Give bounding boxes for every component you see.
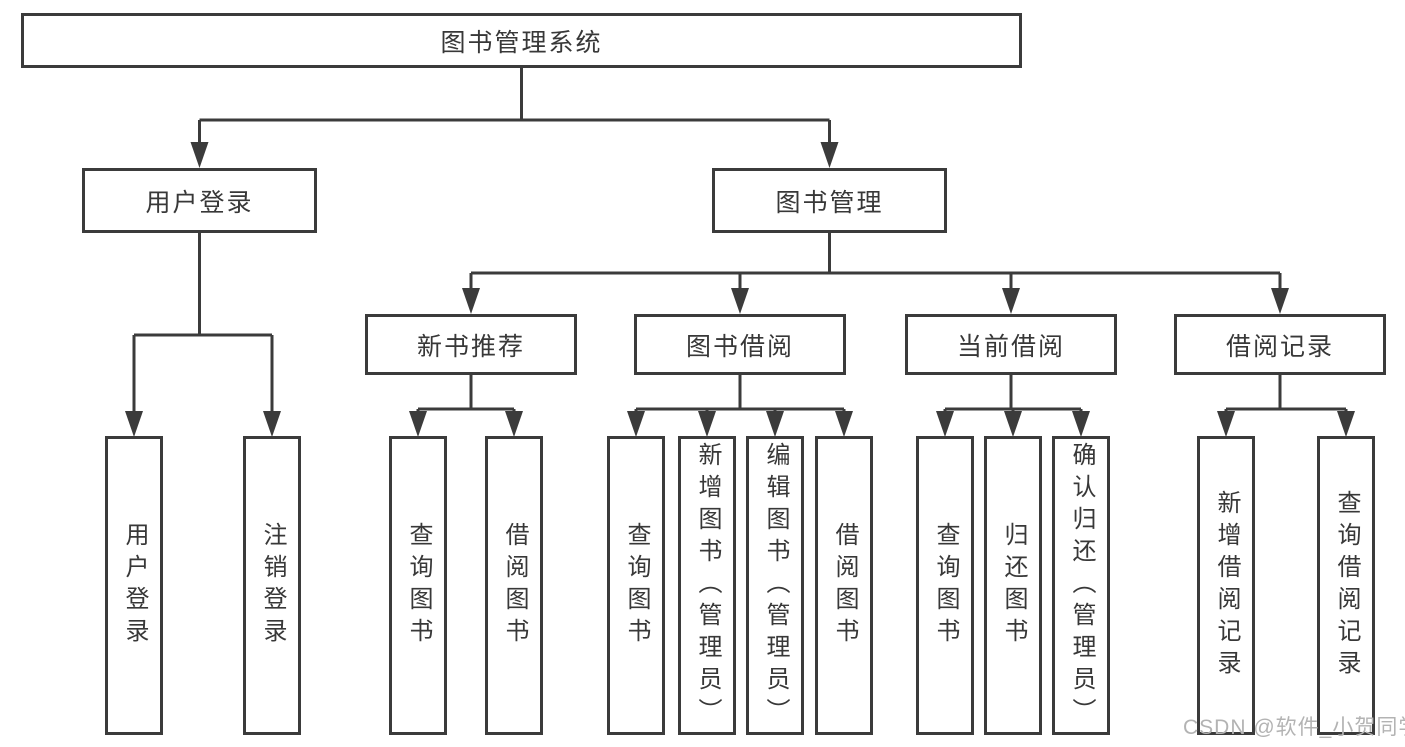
leaf-query-books-borrowing: 查询图书 [607,436,665,735]
node-current-borrowing: 当前借阅 [905,314,1117,375]
leaf-logout-label: 注销登录 [259,521,286,650]
leaf-confirm-return-admin-label: 确认归还（管理员） [1068,441,1095,730]
leaf-query-books-recommend: 查询图书 [389,436,447,735]
node-root-label: 图书管理系统 [440,28,603,57]
node-current-borrowing-label: 当前借阅 [956,332,1065,361]
leaf-query-books-recommend-label: 查询图书 [405,521,432,650]
node-user-login-label: 用户登录 [145,188,254,217]
leaf-confirm-return-admin: 确认归还（管理员） [1052,436,1110,735]
node-new-book-recommend: 新书推荐 [365,314,577,375]
leaf-add-borrow-record: 新增借阅记录 [1197,436,1255,735]
leaf-return-book: 归还图书 [984,436,1042,735]
leaf-borrow-books-borrowing-label: 借阅图书 [831,521,858,650]
leaf-query-books-borrowing-label: 查询图书 [623,521,650,650]
leaf-add-borrow-record-label: 新增借阅记录 [1213,489,1240,682]
leaf-return-book-label: 归还图书 [1000,521,1027,650]
watermark: CSDN @软件_小贺同学 [1183,716,1405,739]
leaf-edit-book-admin-label: 编辑图书（管理员） [762,441,789,730]
node-book-borrowing: 图书借阅 [634,314,846,375]
leaf-borrow-books-borrowing: 借阅图书 [815,436,873,735]
leaf-user-login-label: 用户登录 [121,521,148,650]
node-user-login: 用户登录 [82,168,317,233]
node-borrow-records: 借阅记录 [1174,314,1386,375]
leaf-query-books-current-label: 查询图书 [932,521,959,650]
leaf-add-book-admin-label: 新增图书（管理员） [694,441,721,730]
leaf-borrow-books-recommend-label: 借阅图书 [501,521,528,650]
node-root: 图书管理系统 [21,13,1022,68]
node-borrow-records-label: 借阅记录 [1225,332,1334,361]
node-new-book-recommend-label: 新书推荐 [416,332,525,361]
leaf-query-books-current: 查询图书 [916,436,974,735]
node-book-management: 图书管理 [712,168,947,233]
leaf-edit-book-admin: 编辑图书（管理员） [746,436,804,735]
leaf-logout: 注销登录 [243,436,301,735]
leaf-query-borrow-record-label: 查询借阅记录 [1333,489,1360,682]
leaf-add-book-admin: 新增图书（管理员） [678,436,736,735]
leaf-query-borrow-record: 查询借阅记录 [1317,436,1375,735]
node-book-management-label: 图书管理 [775,188,884,217]
leaf-user-login: 用户登录 [105,436,163,735]
node-book-borrowing-label: 图书借阅 [685,332,794,361]
leaf-borrow-books-recommend: 借阅图书 [485,436,543,735]
